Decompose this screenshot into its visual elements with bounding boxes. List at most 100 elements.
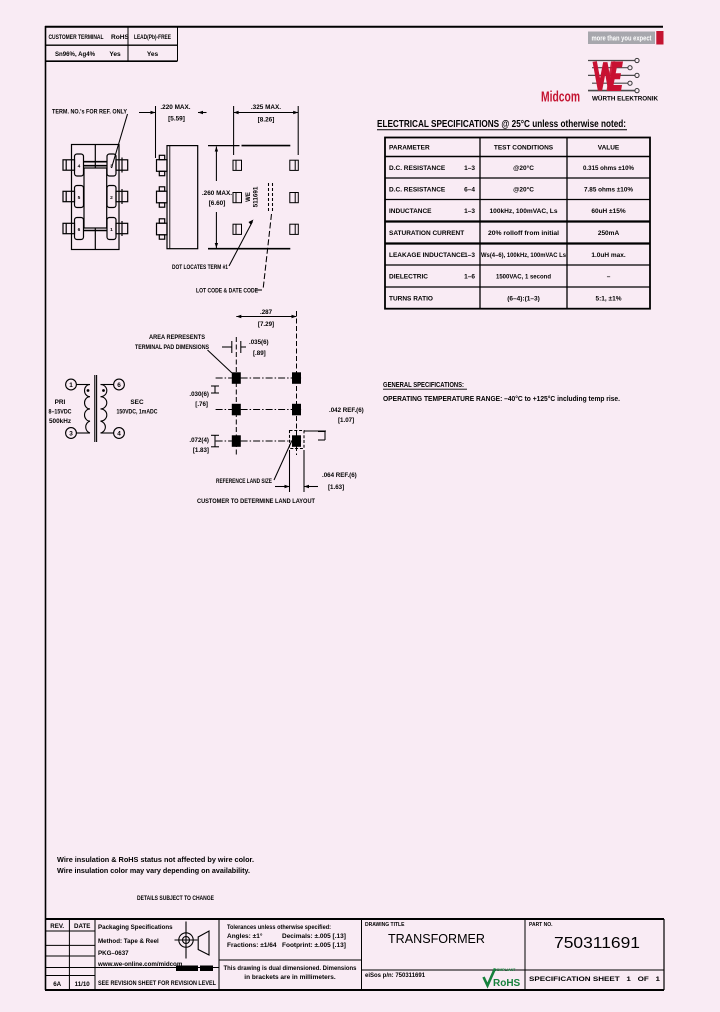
svg-text:PART NO.: PART NO. bbox=[529, 922, 553, 928]
svg-text:.260 MAX.: .260 MAX. bbox=[202, 190, 232, 197]
svg-text:Sn96%, Ag4%: Sn96%, Ag4% bbox=[55, 51, 95, 58]
svg-text:This drawing is dual dimension: This drawing is dual dimensioned. Dimens… bbox=[224, 965, 357, 972]
svg-text:.325 MAX.: .325 MAX. bbox=[251, 104, 281, 111]
svg-text:[.76]: [.76] bbox=[195, 401, 208, 408]
svg-text:INDUCTANCE: INDUCTANCE bbox=[389, 208, 432, 215]
svg-text:Wire insulation & RoHS status: Wire insulation & RoHS status not affect… bbox=[57, 855, 254, 864]
svg-text:CUSTOMER TO DETERMINE LAND LAY: CUSTOMER TO DETERMINE LAND LAYOUT bbox=[197, 498, 315, 505]
svg-text:.064 REF.(6): .064 REF.(6) bbox=[322, 472, 357, 479]
svg-text:GENERAL SPECIFICATIONS:: GENERAL SPECIFICATIONS: bbox=[383, 380, 464, 389]
svg-text:RoHS: RoHS bbox=[493, 978, 521, 989]
svg-text:[5.59]: [5.59] bbox=[168, 116, 185, 123]
svg-text:TEST CONDITIONS: TEST CONDITIONS bbox=[494, 145, 554, 152]
svg-text:Packaging Specifications: Packaging Specifications bbox=[98, 924, 173, 931]
svg-text:www.we-online.com/midcom: www.we-online.com/midcom bbox=[97, 961, 183, 968]
svg-text:TURNS RATIO: TURNS RATIO bbox=[389, 296, 433, 303]
svg-text:DRAWING TITLE: DRAWING TITLE bbox=[365, 922, 405, 928]
svg-text:WÜRTH ELEKTRONIK: WÜRTH ELEKTRONIK bbox=[592, 96, 659, 103]
svg-text:[1.83]: [1.83] bbox=[193, 447, 209, 454]
svg-text:1–3: 1–3 bbox=[464, 208, 475, 215]
svg-text:@20°C: @20°C bbox=[513, 164, 534, 172]
svg-text:[1.07]: [1.07] bbox=[338, 417, 354, 424]
svg-text:DATE: DATE bbox=[74, 923, 90, 930]
svg-text:D.C. RESISTANCE: D.C. RESISTANCE bbox=[389, 165, 446, 172]
svg-text:6: 6 bbox=[117, 382, 121, 389]
svg-text:5: 5 bbox=[78, 195, 81, 201]
svg-text:500kHz: 500kHz bbox=[49, 418, 71, 425]
svg-text:.072(4): .072(4) bbox=[189, 437, 209, 444]
svg-text:DIELECTRIC: DIELECTRIC bbox=[389, 274, 428, 281]
svg-text:1500VAC, 1 second: 1500VAC, 1 second bbox=[496, 274, 551, 281]
svg-text:100kHz, 100mVAC, Ls: 100kHz, 100mVAC, Ls bbox=[490, 208, 558, 215]
svg-text:Midcom: Midcom bbox=[541, 90, 580, 106]
svg-text:.030(6): .030(6) bbox=[189, 391, 209, 398]
svg-text:Yes: Yes bbox=[109, 51, 121, 58]
svg-text:4: 4 bbox=[117, 431, 121, 438]
svg-text:(6–4):(1–3): (6–4):(1–3) bbox=[507, 296, 540, 303]
svg-text:CUSTOMER TERMINAL: CUSTOMER TERMINAL bbox=[49, 34, 104, 41]
svg-text:1: 1 bbox=[69, 382, 73, 389]
svg-text:REFERENCE LAND SIZE: REFERENCE LAND SIZE bbox=[216, 478, 272, 485]
svg-text:TERMINAL PAD DIMENSIONS: TERMINAL PAD DIMENSIONS bbox=[135, 344, 209, 351]
svg-text:SPECIFICATION SHEET 1 OF: SPECIFICATION SHEET 1 OF 1 bbox=[529, 976, 660, 983]
svg-text:[7.29]: [7.29] bbox=[258, 321, 274, 328]
svg-text:3: 3 bbox=[69, 431, 73, 438]
svg-text:150VDC, 1mADC: 150VDC, 1mADC bbox=[117, 409, 158, 416]
svg-text:DOT LOCATES TERM #1: DOT LOCATES TERM #1 bbox=[172, 264, 228, 271]
svg-text:.287: .287 bbox=[260, 309, 273, 316]
svg-text:eiSos p/n: 750311691: eiSos p/n: 750311691 bbox=[365, 973, 426, 979]
svg-text:PRI: PRI bbox=[55, 399, 66, 406]
svg-text:Fractions: ±1/64: Fractions: ±1/64 bbox=[227, 942, 277, 949]
svg-text:.042 REF.(6): .042 REF.(6) bbox=[329, 407, 364, 414]
svg-text:[8.26]: [8.26] bbox=[258, 117, 275, 124]
svg-text:.220 MAX.: .220 MAX. bbox=[160, 104, 190, 111]
svg-text:LOT CODE & DATE CODE: LOT CODE & DATE CODE bbox=[196, 288, 259, 295]
svg-text:@20°C: @20°C bbox=[513, 186, 534, 194]
svg-text:PARAMETER: PARAMETER bbox=[389, 145, 430, 152]
svg-text:Angles: ±1°: Angles: ±1° bbox=[227, 932, 263, 940]
svg-text:1–3: 1–3 bbox=[464, 165, 475, 172]
svg-text:2: 2 bbox=[110, 195, 113, 201]
svg-text:0.315 ohms ±10%: 0.315 ohms ±10% bbox=[583, 165, 634, 172]
svg-text:D.C. RESISTANCE: D.C. RESISTANCE bbox=[389, 187, 446, 194]
svg-text:DETAILS SUBJECT TO CHANGE: DETAILS SUBJECT TO CHANGE bbox=[137, 895, 215, 902]
svg-text:5:1, ±1%: 5:1, ±1% bbox=[596, 296, 622, 303]
svg-text:TERM. NO.'s FOR REF. ONLY: TERM. NO.'s FOR REF. ONLY bbox=[52, 109, 128, 116]
svg-text:.035(6): .035(6) bbox=[249, 339, 269, 346]
svg-text:20% rolloff from initial: 20% rolloff from initial bbox=[488, 230, 559, 237]
svg-text:1.0uH max.: 1.0uH max. bbox=[591, 252, 626, 259]
svg-text:AREA REPRESENTS: AREA REPRESENTS bbox=[149, 334, 205, 341]
svg-text:[6.60]: [6.60] bbox=[209, 200, 226, 207]
svg-text:6–4: 6–4 bbox=[464, 187, 475, 194]
svg-text:7.85 ohms ±10%: 7.85 ohms ±10% bbox=[584, 187, 633, 194]
svg-text:more than you expect: more than you expect bbox=[592, 36, 653, 43]
svg-text:TRANSFORMER: TRANSFORMER bbox=[388, 931, 485, 946]
svg-text:11/10: 11/10 bbox=[75, 981, 91, 988]
svg-text:LEAD(Pb)-FREE: LEAD(Pb)-FREE bbox=[134, 34, 171, 41]
svg-text:REV.: REV. bbox=[50, 923, 64, 930]
svg-text:511691: 511691 bbox=[253, 186, 260, 207]
svg-text:ELECTRICAL SPECIFICATIONS @ 25: ELECTRICAL SPECIFICATIONS @ 25°C unless … bbox=[377, 119, 626, 130]
svg-text:[.89]: [.89] bbox=[253, 350, 266, 357]
svg-text:WE: WE bbox=[246, 192, 252, 202]
svg-text:Method: Tape & Reel: Method: Tape & Reel bbox=[98, 938, 159, 945]
svg-text:6: 6 bbox=[78, 227, 81, 233]
svg-text:Ws(4–6), 100kHz, 100mVAC Ls: Ws(4–6), 100kHz, 100mVAC Ls bbox=[481, 252, 566, 259]
svg-text:VALUE: VALUE bbox=[598, 145, 620, 152]
svg-text:Wire insulation color may vary: Wire insulation color may vary depending… bbox=[57, 866, 250, 875]
svg-text:250mA: 250mA bbox=[598, 230, 620, 237]
svg-text:SATURATION CURRENT: SATURATION CURRENT bbox=[389, 230, 464, 237]
svg-text:SEE REVISION SHEET FOR REVISIO: SEE REVISION SHEET FOR REVISION LEVEL bbox=[98, 980, 216, 987]
svg-text:8–15VDC: 8–15VDC bbox=[49, 409, 72, 416]
svg-text:RoHS: RoHS bbox=[111, 34, 130, 41]
svg-text:Tolerances unless otherwise sp: Tolerances unless otherwise specified: bbox=[227, 924, 331, 931]
svg-text:1–3: 1–3 bbox=[464, 252, 475, 259]
svg-text:COMPLIANT: COMPLIANT bbox=[494, 968, 516, 972]
svg-text:PKG–0637: PKG–0637 bbox=[98, 950, 129, 957]
svg-text:6A: 6A bbox=[53, 981, 61, 988]
svg-text:–: – bbox=[607, 274, 611, 281]
svg-text:SEC: SEC bbox=[130, 399, 144, 406]
svg-text:Decimals: ±.005 [.13]: Decimals: ±.005 [.13] bbox=[282, 933, 346, 940]
svg-text:OPERATING TEMPERATURE RANGE: –: OPERATING TEMPERATURE RANGE: –40°C to +1… bbox=[383, 394, 620, 403]
svg-text:750311691: 750311691 bbox=[554, 935, 640, 952]
